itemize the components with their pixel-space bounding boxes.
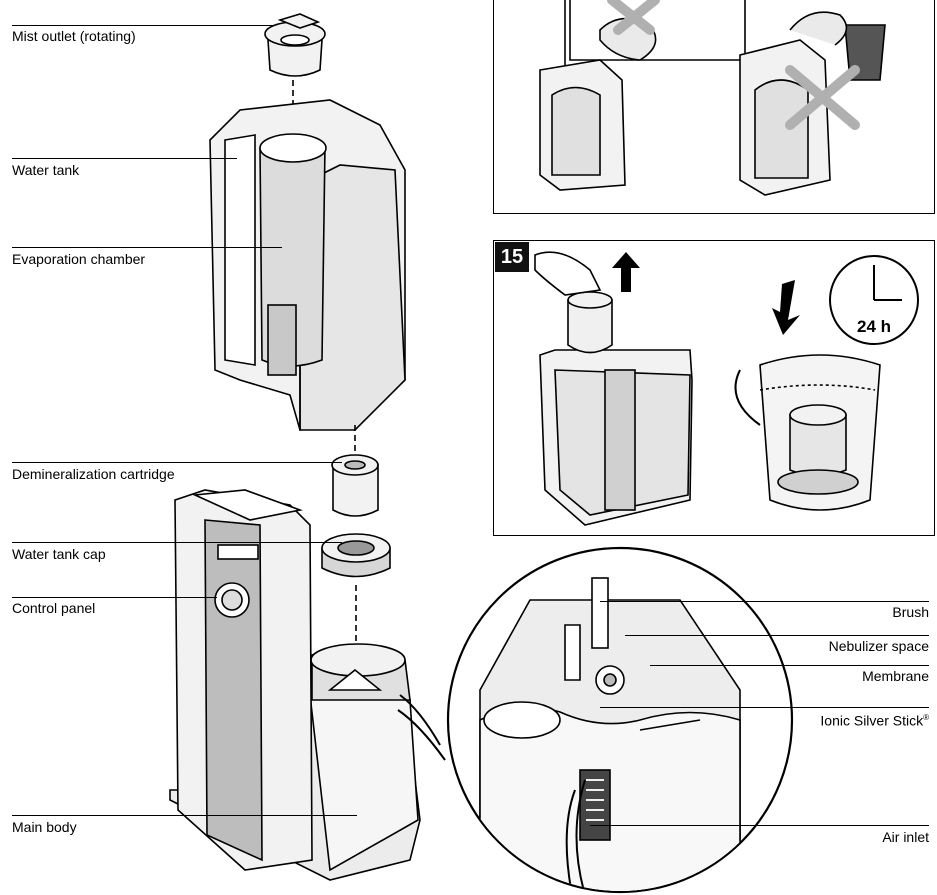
leader-ionic-silver-stick bbox=[600, 707, 929, 708]
label-ionic-silver-stick: Ionic Silver Stick bbox=[820, 712, 924, 729]
label-ionic-silver-stick-wrap: Ionic Silver Stick® bbox=[820, 710, 929, 729]
leader-evaporation-chamber bbox=[12, 247, 282, 248]
detail-zoom-circle bbox=[446, 546, 794, 894]
leader-control-panel bbox=[12, 597, 217, 598]
step-15-panel bbox=[493, 240, 935, 536]
label-demineralization-cartridge: Demineralization cartridge bbox=[12, 466, 175, 482]
label-mist-outlet: Mist outlet (rotating) bbox=[12, 28, 136, 44]
x-mark-icon bbox=[607, 0, 860, 130]
leader-mist-outlet bbox=[12, 25, 274, 26]
label-nebulizer-space: Nebulizer space bbox=[828, 638, 929, 654]
mist-outlet-drawing bbox=[264, 13, 326, 77]
demineralization-cartridge-drawing bbox=[331, 454, 379, 517]
clock-label: 24 h bbox=[857, 317, 891, 336]
arrow-up-icon bbox=[612, 252, 640, 292]
label-membrane: Membrane bbox=[862, 668, 929, 684]
label-control-panel: Control panel bbox=[12, 600, 96, 616]
leader-nebulizer-space bbox=[625, 635, 929, 636]
leader-air-inlet bbox=[590, 825, 929, 826]
registered-mark: ® bbox=[923, 713, 929, 722]
placement-warning-panel bbox=[493, 0, 935, 214]
label-main-body: Main body bbox=[12, 819, 77, 835]
step-number-badge: 15 bbox=[495, 242, 529, 272]
leader-brush bbox=[600, 601, 929, 602]
label-brush: Brush bbox=[892, 604, 929, 620]
arrow-down-icon bbox=[772, 280, 800, 335]
leader-water-tank bbox=[12, 158, 237, 159]
leader-demineralization-cartridge bbox=[12, 462, 342, 463]
leader-water-tank-cap bbox=[12, 542, 342, 543]
label-air-inlet: Air inlet bbox=[882, 829, 929, 845]
water-tank-drawing bbox=[209, 99, 406, 431]
label-water-tank: Water tank bbox=[12, 162, 80, 178]
label-evaporation-chamber: Evaporation chamber bbox=[12, 251, 146, 267]
label-water-tank-cap: Water tank cap bbox=[12, 546, 106, 562]
leader-main-body bbox=[12, 815, 357, 816]
water-tank-cap-drawing bbox=[321, 533, 391, 578]
cartridge-soak-drawing bbox=[534, 251, 881, 526]
clock-icon bbox=[829, 255, 919, 345]
leader-membrane bbox=[650, 665, 929, 666]
